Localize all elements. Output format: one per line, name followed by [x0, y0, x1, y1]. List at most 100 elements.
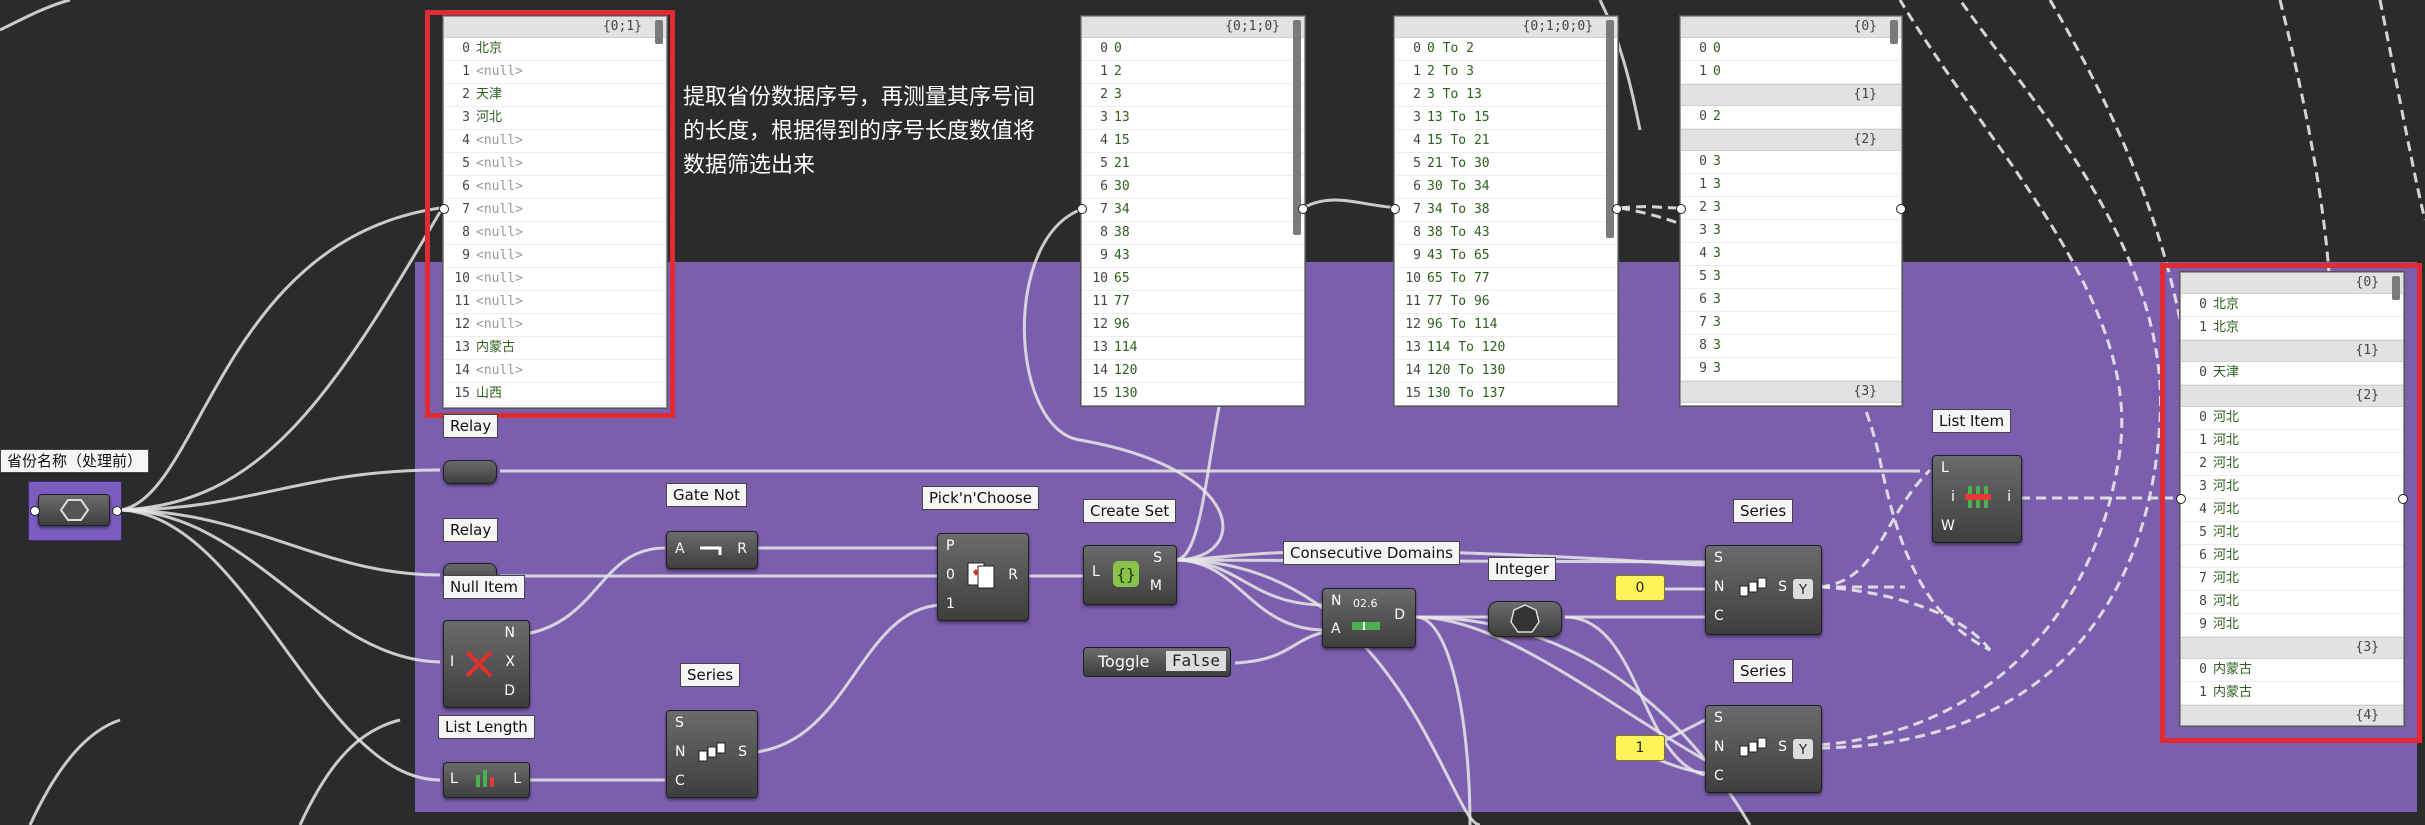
null-item-component[interactable]: I N X D — [443, 620, 530, 708]
playing-cards-icon — [967, 562, 995, 589]
pin-l-out[interactable]: L — [513, 771, 521, 787]
pin-s[interactable]: S — [675, 715, 684, 731]
number-slider-zero[interactable]: 0 — [1615, 575, 1665, 601]
relay-node-1[interactable] — [443, 460, 497, 484]
pin-0[interactable]: 0 — [946, 567, 955, 583]
pin-r[interactable]: R — [1008, 567, 1018, 583]
pin-series-out[interactable]: S — [1778, 739, 1787, 755]
row-index: 7 — [462, 202, 470, 217]
pin-a[interactable]: A — [1331, 621, 1341, 637]
scrollbar[interactable] — [655, 20, 663, 44]
wire — [119, 211, 442, 512]
pin-n[interactable]: N — [1714, 579, 1725, 595]
pin-c[interactable]: C — [675, 773, 685, 789]
consecutive-domains-component[interactable]: N A D 02.6 — [1322, 588, 1416, 648]
pin-series-out[interactable]: S — [738, 744, 747, 760]
input-port[interactable] — [1676, 204, 1686, 214]
scrollbar[interactable] — [1890, 20, 1898, 44]
tag-consecutive-domains: Consecutive Domains — [1283, 541, 1460, 565]
row-index: 8 — [1699, 338, 1707, 353]
gate-not-component[interactable]: A R — [666, 531, 758, 569]
toggle-value[interactable]: False — [1165, 651, 1226, 671]
pin-x[interactable]: X — [505, 654, 515, 670]
pin-c[interactable]: C — [1714, 608, 1724, 624]
input-port[interactable] — [439, 204, 449, 214]
input-port[interactable] — [1077, 204, 1087, 214]
row-value: <null> — [476, 363, 523, 378]
pin-l[interactable]: L — [1092, 564, 1100, 580]
pin-p[interactable]: P — [946, 538, 955, 554]
boolean-toggle[interactable]: Toggle False — [1083, 647, 1231, 677]
province-param[interactable] — [38, 494, 110, 526]
pin-i[interactable]: i — [1951, 489, 1955, 505]
integer-param[interactable]: 7 — [1488, 601, 1562, 637]
output-port[interactable] — [1298, 204, 1308, 214]
list-row: 8<null> — [444, 222, 666, 245]
output-port[interactable] — [112, 506, 122, 516]
wire — [1234, 630, 1326, 665]
list-length-component[interactable]: L L — [443, 762, 530, 798]
tag-list-length: List Length — [438, 715, 535, 739]
series-component-top[interactable]: S N C S Y — [1705, 545, 1822, 635]
pin-item-out[interactable]: i — [2007, 489, 2011, 505]
scrollbar[interactable] — [1606, 20, 1614, 238]
input-port[interactable] — [2176, 494, 2186, 504]
row-value: 北京 — [476, 41, 503, 56]
pin-n[interactable]: N — [675, 744, 686, 760]
pin-w[interactable]: W — [1941, 518, 1955, 534]
branch-header: {1} — [2181, 340, 2403, 362]
pin-d[interactable]: D — [1394, 607, 1405, 623]
row-index: 9 — [462, 248, 470, 263]
pin-r[interactable]: R — [737, 541, 747, 557]
wire — [298, 718, 401, 825]
pick-n-choose-component[interactable]: P 0 1 R — [937, 533, 1029, 621]
scrollbar[interactable] — [2392, 276, 2400, 300]
pin-series-out[interactable]: S — [1778, 579, 1787, 595]
series-component-bottom[interactable]: S N C S Y — [1705, 705, 1822, 793]
row-value: 3 — [1114, 87, 1122, 102]
pin-l[interactable]: L — [1941, 460, 1949, 476]
row-index: 1 — [2199, 433, 2207, 448]
input-port[interactable] — [1390, 204, 1400, 214]
row-index: 4 — [1100, 133, 1108, 148]
toggle-label: Toggle — [1098, 652, 1150, 671]
series-component-left[interactable]: S N C S — [666, 710, 758, 798]
pin-d[interactable]: D — [504, 683, 515, 699]
row-value: 130 To 137 — [1427, 386, 1506, 401]
pin-n[interactable]: N — [1714, 739, 1725, 755]
pin-a[interactable]: A — [675, 541, 685, 557]
pin-m[interactable]: M — [1149, 578, 1162, 594]
row-value: 30 — [1114, 179, 1130, 194]
scrollbar[interactable] — [1293, 20, 1301, 235]
pin-n[interactable]: N — [504, 625, 515, 641]
number-slider-one[interactable]: 1 — [1615, 735, 1665, 761]
output-port[interactable] — [2398, 494, 2408, 504]
pin-s[interactable]: S — [1153, 550, 1162, 566]
pin-i[interactable]: I — [450, 654, 455, 670]
pin-n[interactable]: N — [1331, 593, 1342, 609]
pin-l[interactable]: L — [450, 771, 458, 787]
pin-s[interactable]: S — [1714, 550, 1723, 566]
input-port[interactable] — [30, 506, 40, 516]
list-item-component[interactable]: L i W i — [1932, 455, 2022, 543]
highlight-box — [425, 10, 675, 418]
output-port[interactable] — [1612, 204, 1622, 214]
pin-c[interactable]: C — [1714, 768, 1724, 784]
create-set-component[interactable]: L S M {} — [1083, 545, 1177, 605]
list-length-icon — [476, 770, 494, 787]
row-index: 8 — [1100, 225, 1108, 240]
output-port[interactable] — [1896, 204, 1906, 214]
row-value: 河北 — [2213, 594, 2240, 609]
pin-1[interactable]: 1 — [946, 596, 955, 612]
annotation-note: 提取省份数据序号，再测量其序号间 的长度，根据得到的序号长度数值将 数据筛选出来 — [683, 81, 1035, 183]
pin-s[interactable]: S — [1714, 710, 1723, 726]
